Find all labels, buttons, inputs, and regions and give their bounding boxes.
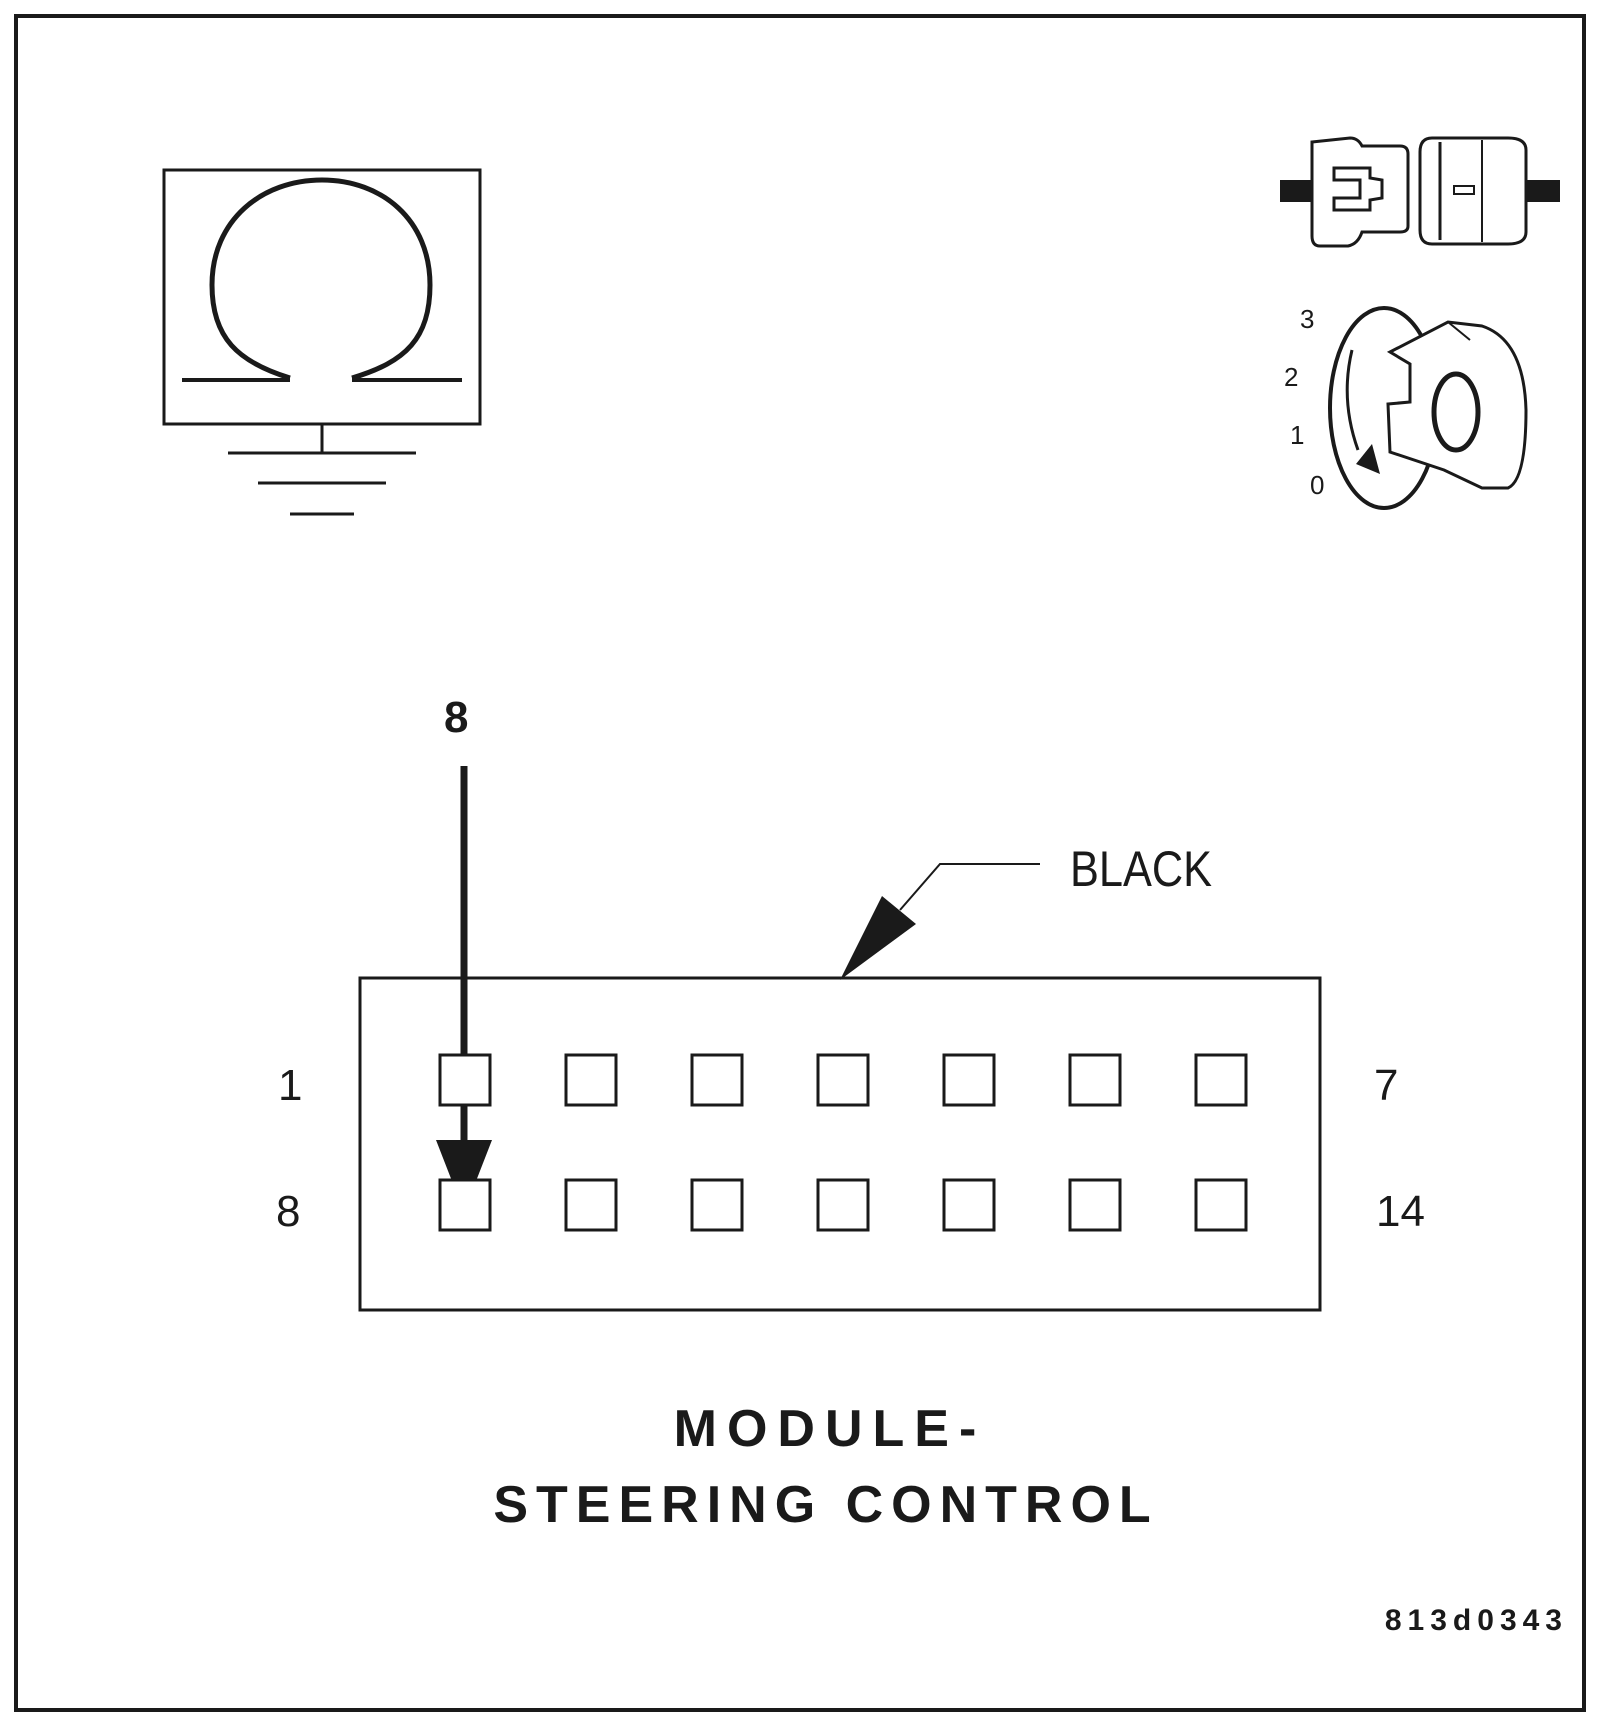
- pin-cavity-13: [1068, 1178, 1122, 1232]
- ground-symbol-icon: [228, 424, 416, 516]
- pin-cavity-10: [690, 1178, 744, 1232]
- pin-cavity-8: [438, 1178, 492, 1232]
- ignition-key-off-icon: 3 2 1 0: [1284, 304, 1528, 510]
- figure-id: 813d0343: [1385, 1604, 1568, 1637]
- row-label-bottom-right: 14: [1376, 1187, 1425, 1236]
- pin-cavity-6: [1068, 1053, 1122, 1107]
- pin-cavity-3: [690, 1053, 744, 1107]
- probe-arrow: [436, 766, 492, 1212]
- pin-cavity-11: [816, 1178, 870, 1232]
- connector-body: [358, 976, 1322, 1312]
- connector-color-label: BLACK: [1070, 841, 1212, 897]
- pin-cavity-14: [1194, 1178, 1248, 1232]
- disconnected-connector-icon: [1280, 136, 1560, 248]
- pin-cavity-7: [1194, 1053, 1248, 1107]
- pin-cavity-12: [942, 1178, 996, 1232]
- connector-pin-grid: [438, 1053, 1248, 1232]
- row-label-top-right: 7: [1374, 1061, 1398, 1110]
- pin-cavity-5: [942, 1053, 996, 1107]
- color-leader-arrow: [840, 863, 1040, 980]
- ignition-position-2: 2: [1284, 362, 1298, 392]
- pin-cavity-4: [816, 1053, 870, 1107]
- pin-cavity-1: [438, 1053, 492, 1107]
- pin-cavity-2: [564, 1053, 618, 1107]
- ignition-position-3: 3: [1300, 304, 1314, 334]
- module-title-line1: MODULE-: [674, 1400, 987, 1458]
- figure-frame: [14, 14, 1586, 1712]
- pin-cavity-9: [564, 1178, 618, 1232]
- ohmmeter-omega-icon: [162, 168, 482, 426]
- row-label-top-left: 1: [278, 1061, 302, 1110]
- probe-pin-label: 8: [444, 693, 468, 742]
- ignition-position-1: 1: [1290, 420, 1304, 450]
- module-title-line2: STEERING CONTROL: [493, 1476, 1158, 1534]
- ignition-position-0: 0: [1310, 470, 1324, 500]
- row-label-bottom-left: 8: [276, 1187, 300, 1236]
